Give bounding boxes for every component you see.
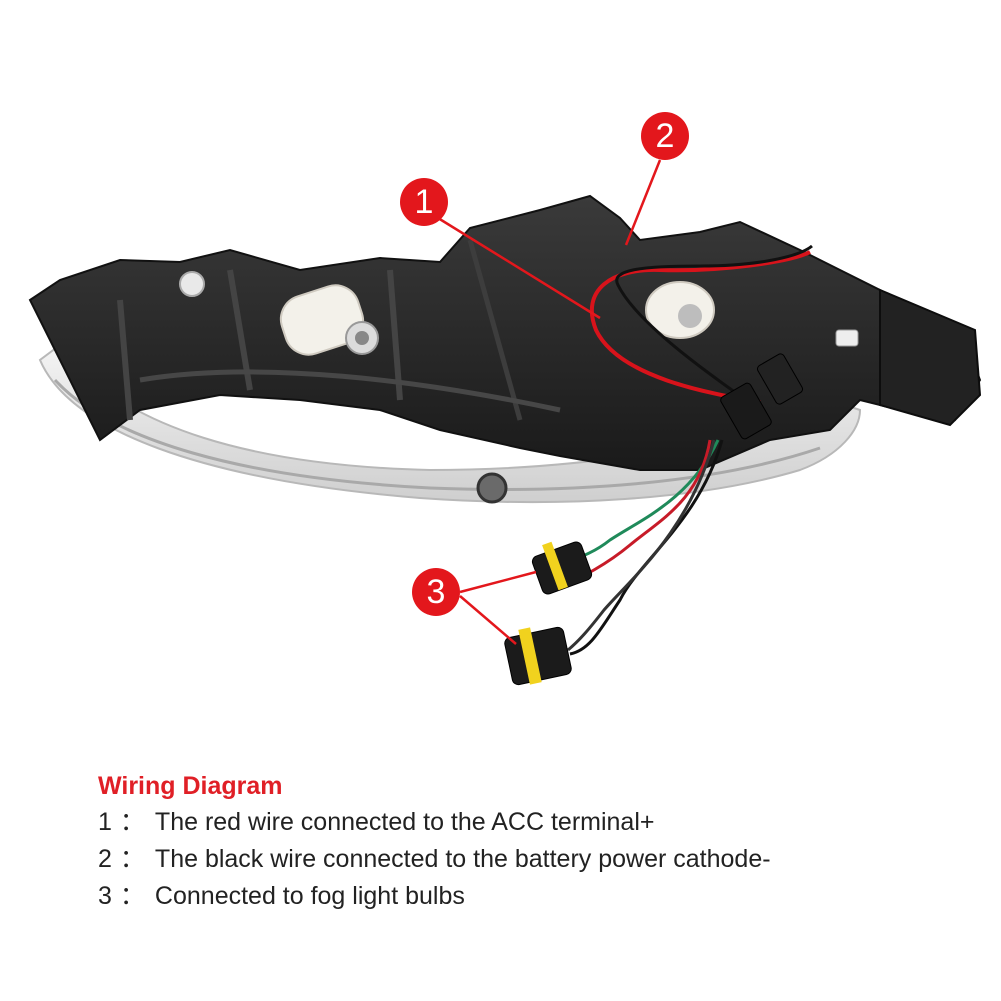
leader-line-3a [459,570,537,594]
legend-item-1: 1： The red wire connected to the ACC term… [98,804,978,841]
legend-item-number: 3 [98,882,112,910]
leader-line-2 [624,159,662,246]
housing-rib [467,239,523,421]
fog-connector-lower [504,626,572,686]
red-wire [589,250,811,404]
bulb-small [179,271,205,297]
callout-2: 2 [641,112,689,160]
legend-item-text: The black wire connected to the battery … [154,845,771,873]
bracket-clip [835,329,859,347]
legend-title: Wiring Diagram [98,772,283,800]
legend-separator: ： [119,882,145,910]
legend-item-number: 2 [98,845,112,873]
legend: Wiring Diagram 1：The red wire connected … [98,768,978,915]
legend-item-3: 3： Connected to fog light bulbs [98,878,978,915]
wire-connector-icon [720,353,804,440]
callout-3: 3 [412,568,460,616]
headlight-assembly-illustration [28,159,982,686]
legend-item-number: 1 [98,808,112,836]
housing-rib [139,369,561,413]
housing-rib [387,269,403,401]
adjuster-screw [476,472,508,504]
legend-item-text: Connected to fog light bulbs [154,882,465,910]
legend-separator: ： [119,845,145,873]
bulb-left [279,284,379,356]
black-wire [615,244,813,412]
bulb-right [645,281,715,339]
legend-item-text: The red wire connected to the ACC termin… [154,808,655,836]
mounting-bracket [879,288,982,427]
legend-item-2: 2： The black wire connected to the batter… [98,841,978,878]
legend-separator: ： [119,808,145,836]
leader-line-1 [437,216,601,320]
leader-line-3b [459,595,517,645]
harness-black-2 [567,439,716,652]
housing-rib [117,299,133,421]
fog-connector-upper [531,541,593,595]
callout-1: 1 [400,178,448,226]
